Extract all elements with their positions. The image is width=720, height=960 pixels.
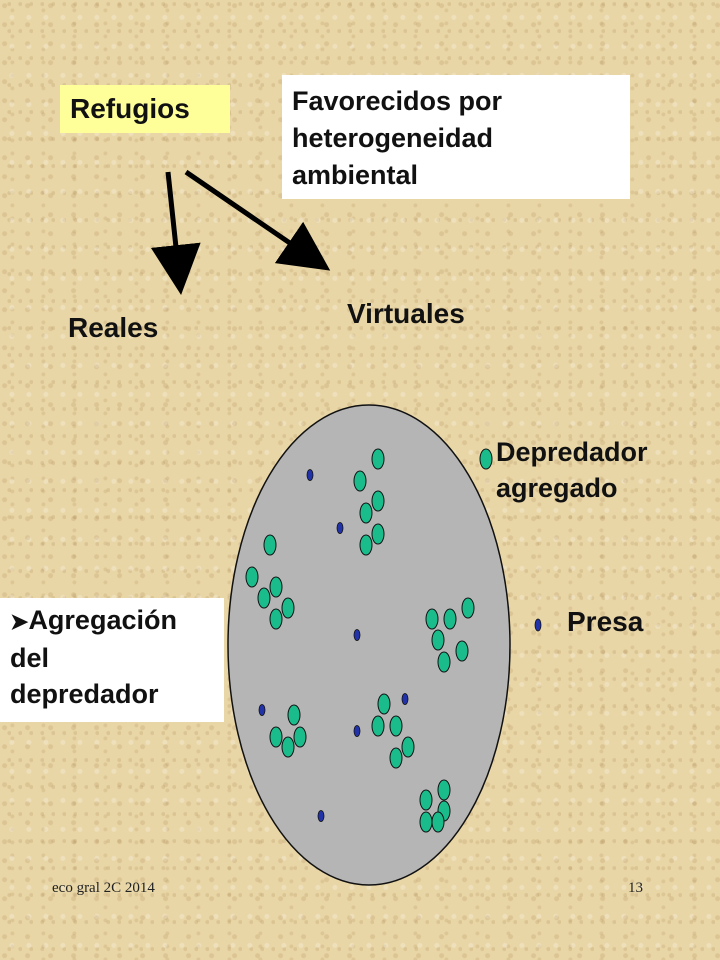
predator-dot [359, 534, 373, 556]
reales-label: Reales [68, 312, 159, 343]
prey-dot [401, 693, 409, 705]
favorecidos-label: Favorecidos por heterogeneidad ambiental [282, 75, 630, 199]
predator-dot [437, 779, 451, 801]
predator-dot [419, 789, 433, 811]
predator-dot [257, 587, 271, 609]
predator-dot [269, 608, 283, 630]
predator-dot [371, 715, 385, 737]
predator-dot [431, 629, 445, 651]
agregacion-box: ➤Agregación del depredador [0, 598, 224, 722]
refugios-label: Refugios [60, 85, 230, 133]
predator-dot [377, 693, 391, 715]
predator-dot [353, 470, 367, 492]
arrow-to-reales [150, 171, 201, 295]
agregacion-line-1: ➤Agregación [10, 602, 214, 640]
favorecidos-line-3: ambiental [292, 160, 419, 190]
predator-dot [269, 726, 283, 748]
predator-dot [461, 597, 475, 619]
predator-dot [389, 747, 403, 769]
predator-dot [443, 608, 457, 630]
virtuales-label: Virtuales [347, 298, 465, 329]
predator-dot [359, 502, 373, 524]
predator-dot [371, 448, 385, 470]
prey-dot [306, 469, 314, 481]
legend-prey-icon [534, 618, 542, 632]
legend-predator-icon [479, 448, 493, 470]
footer-course: eco gral 2C 2014 [52, 880, 155, 896]
legend-predator-label: Depredador agregado [496, 434, 648, 506]
prey-dot [353, 725, 361, 737]
predator-dot [245, 566, 259, 588]
prey-dot [317, 810, 325, 822]
agregacion-text-1: Agregación [28, 605, 177, 635]
agregacion-line-3: depredador [10, 679, 159, 709]
prey-dot [258, 704, 266, 716]
predator-dot [371, 490, 385, 512]
arrow-to-virtuales [184, 169, 331, 271]
arrow-bullet-icon: ➤ [10, 609, 29, 634]
arena-ellipse [227, 404, 511, 886]
predator-dot [437, 651, 451, 673]
predator-dot [293, 726, 307, 748]
favorecidos-line-2: heterogeneidad [292, 123, 494, 153]
agregacion-line-2: del [10, 643, 50, 673]
predator-dot [419, 811, 433, 833]
predator-dot [455, 640, 469, 662]
prey-dot [353, 629, 361, 641]
predator-dot [281, 736, 295, 758]
predator-dot [287, 704, 301, 726]
predator-dot [431, 811, 445, 833]
legend-predator-line-2: agregado [496, 473, 618, 503]
legend-prey-label: Presa [567, 606, 644, 637]
favorecidos-line-1: Favorecidos por [292, 86, 503, 116]
footer-page-number: 13 [628, 880, 643, 896]
predator-dot [401, 736, 415, 758]
predator-dot [371, 523, 385, 545]
prey-dot [336, 522, 344, 534]
predator-dot [281, 597, 295, 619]
predator-dot [425, 608, 439, 630]
legend-predator-line-1: Depredador [496, 437, 648, 467]
predator-dot [263, 534, 277, 556]
predator-dot [269, 576, 283, 598]
predator-group [245, 448, 475, 833]
prey-group [258, 469, 409, 822]
predator-dot [389, 715, 403, 737]
